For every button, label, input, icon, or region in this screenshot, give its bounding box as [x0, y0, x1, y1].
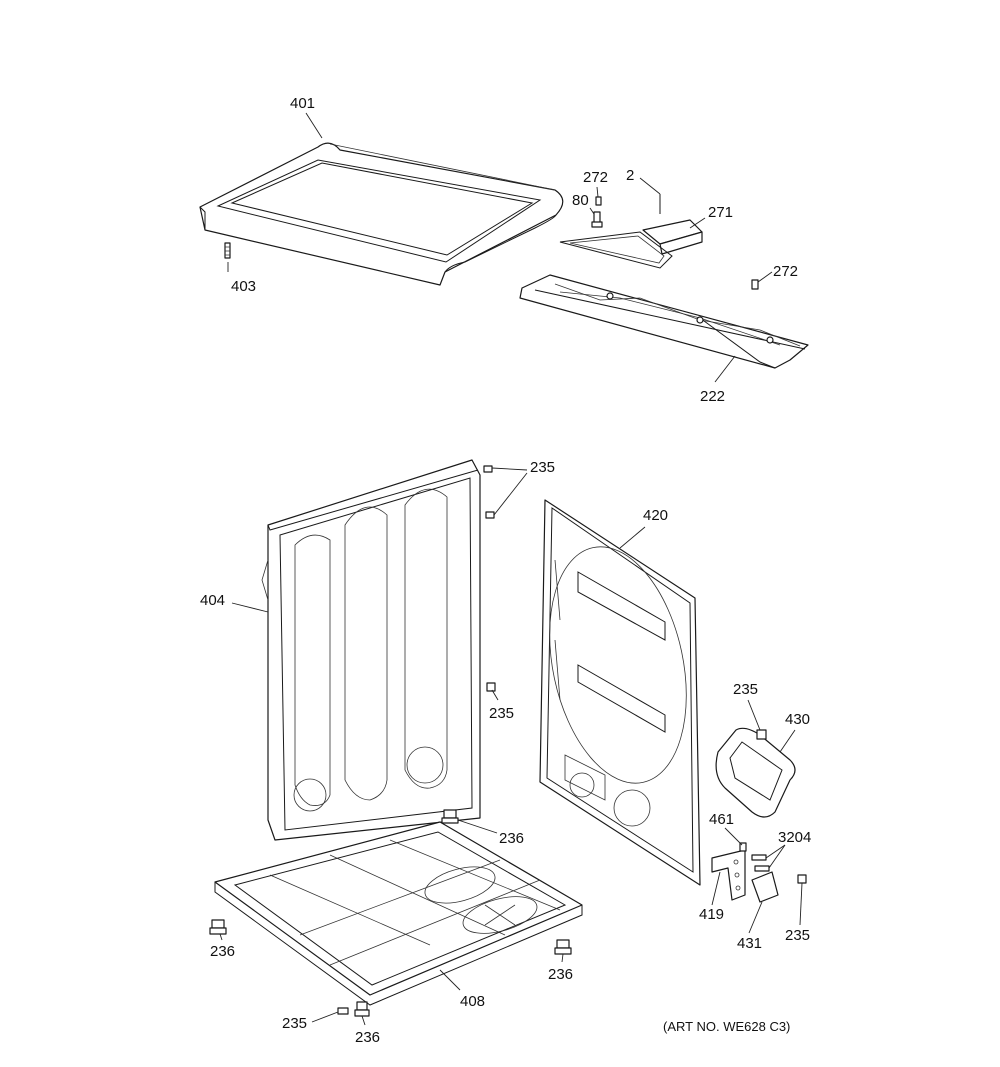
part-271-bracket	[559, 219, 703, 269]
callout-420: 420	[643, 507, 668, 524]
art-number: (ART NO. WE628 C3)	[663, 1019, 790, 1034]
part-236-leveling-leg-bottom	[354, 1001, 370, 1017]
callout-403: 403	[231, 278, 256, 295]
callout-80: 80	[572, 192, 589, 209]
callout-235-middle: 235	[489, 705, 514, 722]
callout-235-duct: 235	[733, 681, 758, 698]
leader-lines	[219, 112, 803, 1026]
callout-236-left: 236	[210, 943, 235, 960]
part-461-screw	[739, 842, 747, 852]
callout-236-right: 236	[548, 966, 573, 983]
part-431-bracket	[751, 871, 779, 903]
part-408-base-frame	[214, 821, 583, 1006]
callout-236-top: 236	[499, 830, 524, 847]
callout-272-right: 272	[773, 263, 798, 280]
callout-235-bracket: 235	[785, 927, 810, 944]
callout-401: 401	[290, 95, 315, 112]
callout-2: 2	[626, 167, 634, 184]
callout-236-bottom: 236	[355, 1029, 380, 1046]
part-272-clip-upper	[595, 196, 602, 206]
part-401-top-cover	[199, 142, 564, 286]
part-235-clip-middle	[486, 682, 496, 692]
part-420-rear-panel	[539, 499, 701, 886]
callout-235-top: 235	[530, 459, 555, 476]
part-236-leveling-leg-top	[441, 809, 459, 824]
callout-408: 408	[460, 993, 485, 1010]
part-236-leveling-leg-right	[554, 939, 572, 955]
callout-222: 222	[700, 388, 725, 405]
callout-235-base: 235	[282, 1015, 307, 1032]
callout-272-upper: 272	[583, 169, 608, 186]
part-235-clips-top	[483, 465, 495, 519]
callout-3204: 3204	[778, 829, 811, 846]
part-235-clip-bracket	[797, 874, 807, 884]
callout-431: 431	[737, 935, 762, 952]
part-419-terminal-block	[711, 849, 746, 901]
part-235-clip-base	[337, 1007, 349, 1015]
callout-labels: 401 403 272 2 80 271 272 222 235 420 404…	[200, 95, 811, 1046]
part-236-leveling-leg-left	[209, 919, 227, 935]
part-403-screw	[224, 242, 231, 259]
callout-461: 461	[709, 811, 734, 828]
part-235-clip-duct	[756, 729, 767, 740]
callout-271: 271	[708, 204, 733, 221]
callout-419: 419	[699, 906, 724, 923]
part-404-side-panel	[261, 459, 481, 841]
callout-430: 430	[785, 711, 810, 728]
part-272-clip-right	[751, 279, 759, 290]
callout-404: 404	[200, 592, 225, 609]
part-430-duct-cover	[715, 727, 796, 818]
part-222-control-channel	[519, 274, 809, 369]
part-80-screw	[591, 211, 603, 228]
